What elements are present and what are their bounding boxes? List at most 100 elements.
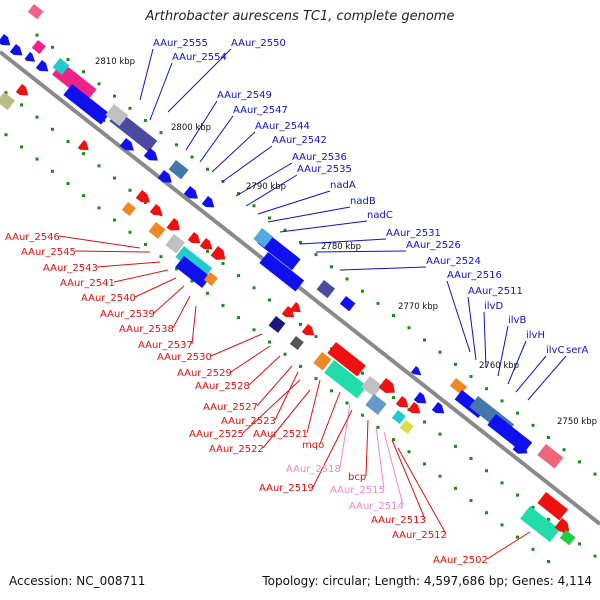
- leader-line: [58, 235, 141, 249]
- leader-line: [199, 115, 234, 163]
- gene-feature: [165, 234, 186, 254]
- leader-line: [245, 174, 298, 207]
- tick-dot: [175, 267, 178, 271]
- tick-dot: [361, 371, 364, 375]
- tick-dot: [438, 350, 442, 354]
- gene-block: [339, 296, 356, 312]
- gene-label-aaur-2519: AAur_2519: [259, 483, 314, 494]
- gene-arrow: [289, 302, 301, 313]
- gene-block: [537, 444, 564, 469]
- tick-dot: [392, 314, 395, 318]
- tick-dot: [299, 322, 302, 326]
- tick-dot: [438, 474, 442, 478]
- gene-block: [175, 246, 213, 280]
- tick-dot: [20, 103, 23, 107]
- gene-label-aaur-2521: AAur_2521: [253, 429, 308, 440]
- leader-line: [339, 266, 427, 271]
- label-leader-lines: [58, 48, 567, 560]
- tick-dot: [82, 194, 85, 198]
- gene-block: [449, 378, 468, 395]
- gene-label-aaur-2554: AAur_2554: [172, 52, 227, 63]
- gene-feature: [520, 506, 560, 543]
- tick-dot: [500, 523, 504, 527]
- gene-block: [559, 530, 576, 546]
- gene-feature: [327, 342, 366, 377]
- gene-label-aaur-2523: AAur_2523: [221, 416, 276, 427]
- gene-block: [105, 104, 129, 127]
- tick-dot: [485, 469, 488, 473]
- tick-dot: [593, 554, 597, 558]
- leader-line: [486, 531, 531, 560]
- tick-dot: [485, 387, 488, 391]
- tick-dot: [237, 316, 240, 320]
- gene-arrow: [407, 402, 421, 414]
- gene-arrow: [77, 140, 89, 151]
- tick-dot: [35, 33, 39, 37]
- tick-dot: [392, 396, 395, 400]
- gene-label-nada: nadA: [330, 180, 356, 191]
- gene-label-aaur-2528: AAur_2528: [195, 381, 250, 392]
- tick-dot: [531, 547, 535, 551]
- tick-dot: [51, 45, 54, 49]
- gene-feature: [203, 272, 218, 287]
- gene-feature: [316, 280, 336, 299]
- tick-dot: [128, 106, 132, 110]
- gene-arrow: [512, 440, 528, 454]
- leader-line: [191, 305, 197, 345]
- gene-block: [168, 160, 189, 180]
- tick-dot: [376, 301, 380, 305]
- tick-dot: [547, 518, 550, 522]
- tick-dot: [454, 486, 457, 490]
- leader-line: [185, 100, 218, 151]
- tick-dot: [4, 91, 8, 95]
- leader-line: [312, 409, 353, 488]
- gene-feature: [210, 246, 226, 260]
- kbp-marker: 2790 kbp: [246, 182, 286, 192]
- gene-feature: [121, 202, 136, 217]
- tick-dot: [500, 481, 504, 485]
- tick-dot: [562, 530, 566, 534]
- tick-dot: [175, 143, 178, 147]
- gene-label-aaur-2511: AAur_2511: [468, 286, 523, 297]
- leader-line: [210, 333, 263, 357]
- gene-block: [268, 316, 286, 333]
- tick-dot: [20, 145, 23, 149]
- leader-line: [397, 447, 447, 535]
- tick-dot: [469, 499, 473, 503]
- gene-feature: [157, 170, 172, 183]
- gene-label-ilvh: ilvH: [526, 330, 545, 341]
- gene-label-aaur-2541: AAur_2541: [60, 278, 115, 289]
- tick-dot: [516, 411, 519, 415]
- leader-line: [527, 355, 567, 401]
- gene-block: [148, 222, 166, 239]
- tick-dot: [51, 169, 54, 173]
- tick-dot: [407, 326, 411, 330]
- gene-block: [520, 506, 560, 543]
- leader-line: [172, 295, 191, 329]
- gene-arrow: [413, 392, 427, 404]
- accession-text: Accession: NC_008711: [9, 574, 146, 588]
- tick-dot: [407, 450, 411, 454]
- gene-feature: [119, 138, 134, 151]
- gene-arrow: [378, 378, 395, 393]
- gene-arrow: [301, 324, 315, 336]
- tick-dot: [128, 188, 132, 192]
- tick-dot: [113, 176, 116, 180]
- gene-label-aaur-2545: AAur_2545: [21, 247, 76, 258]
- tick-dot: [376, 425, 380, 429]
- leader-line: [339, 403, 351, 469]
- tick-dot: [314, 377, 318, 381]
- gene-feature: [559, 530, 576, 546]
- gene-label-aaur-2539: AAur_2539: [100, 309, 155, 320]
- gene-feature: [52, 57, 70, 75]
- gene-feature: [339, 296, 356, 312]
- tick-dot: [82, 152, 85, 156]
- gene-feature: [378, 378, 395, 393]
- gene-label-aaur-2555: AAur_2555: [153, 38, 208, 49]
- gene-feature: [24, 52, 36, 62]
- tick-dot: [97, 164, 101, 168]
- leader-line: [515, 355, 547, 393]
- leader-line: [74, 250, 151, 253]
- gene-label-aaur-2502: AAur_2502: [433, 555, 488, 566]
- leader-line: [446, 280, 471, 353]
